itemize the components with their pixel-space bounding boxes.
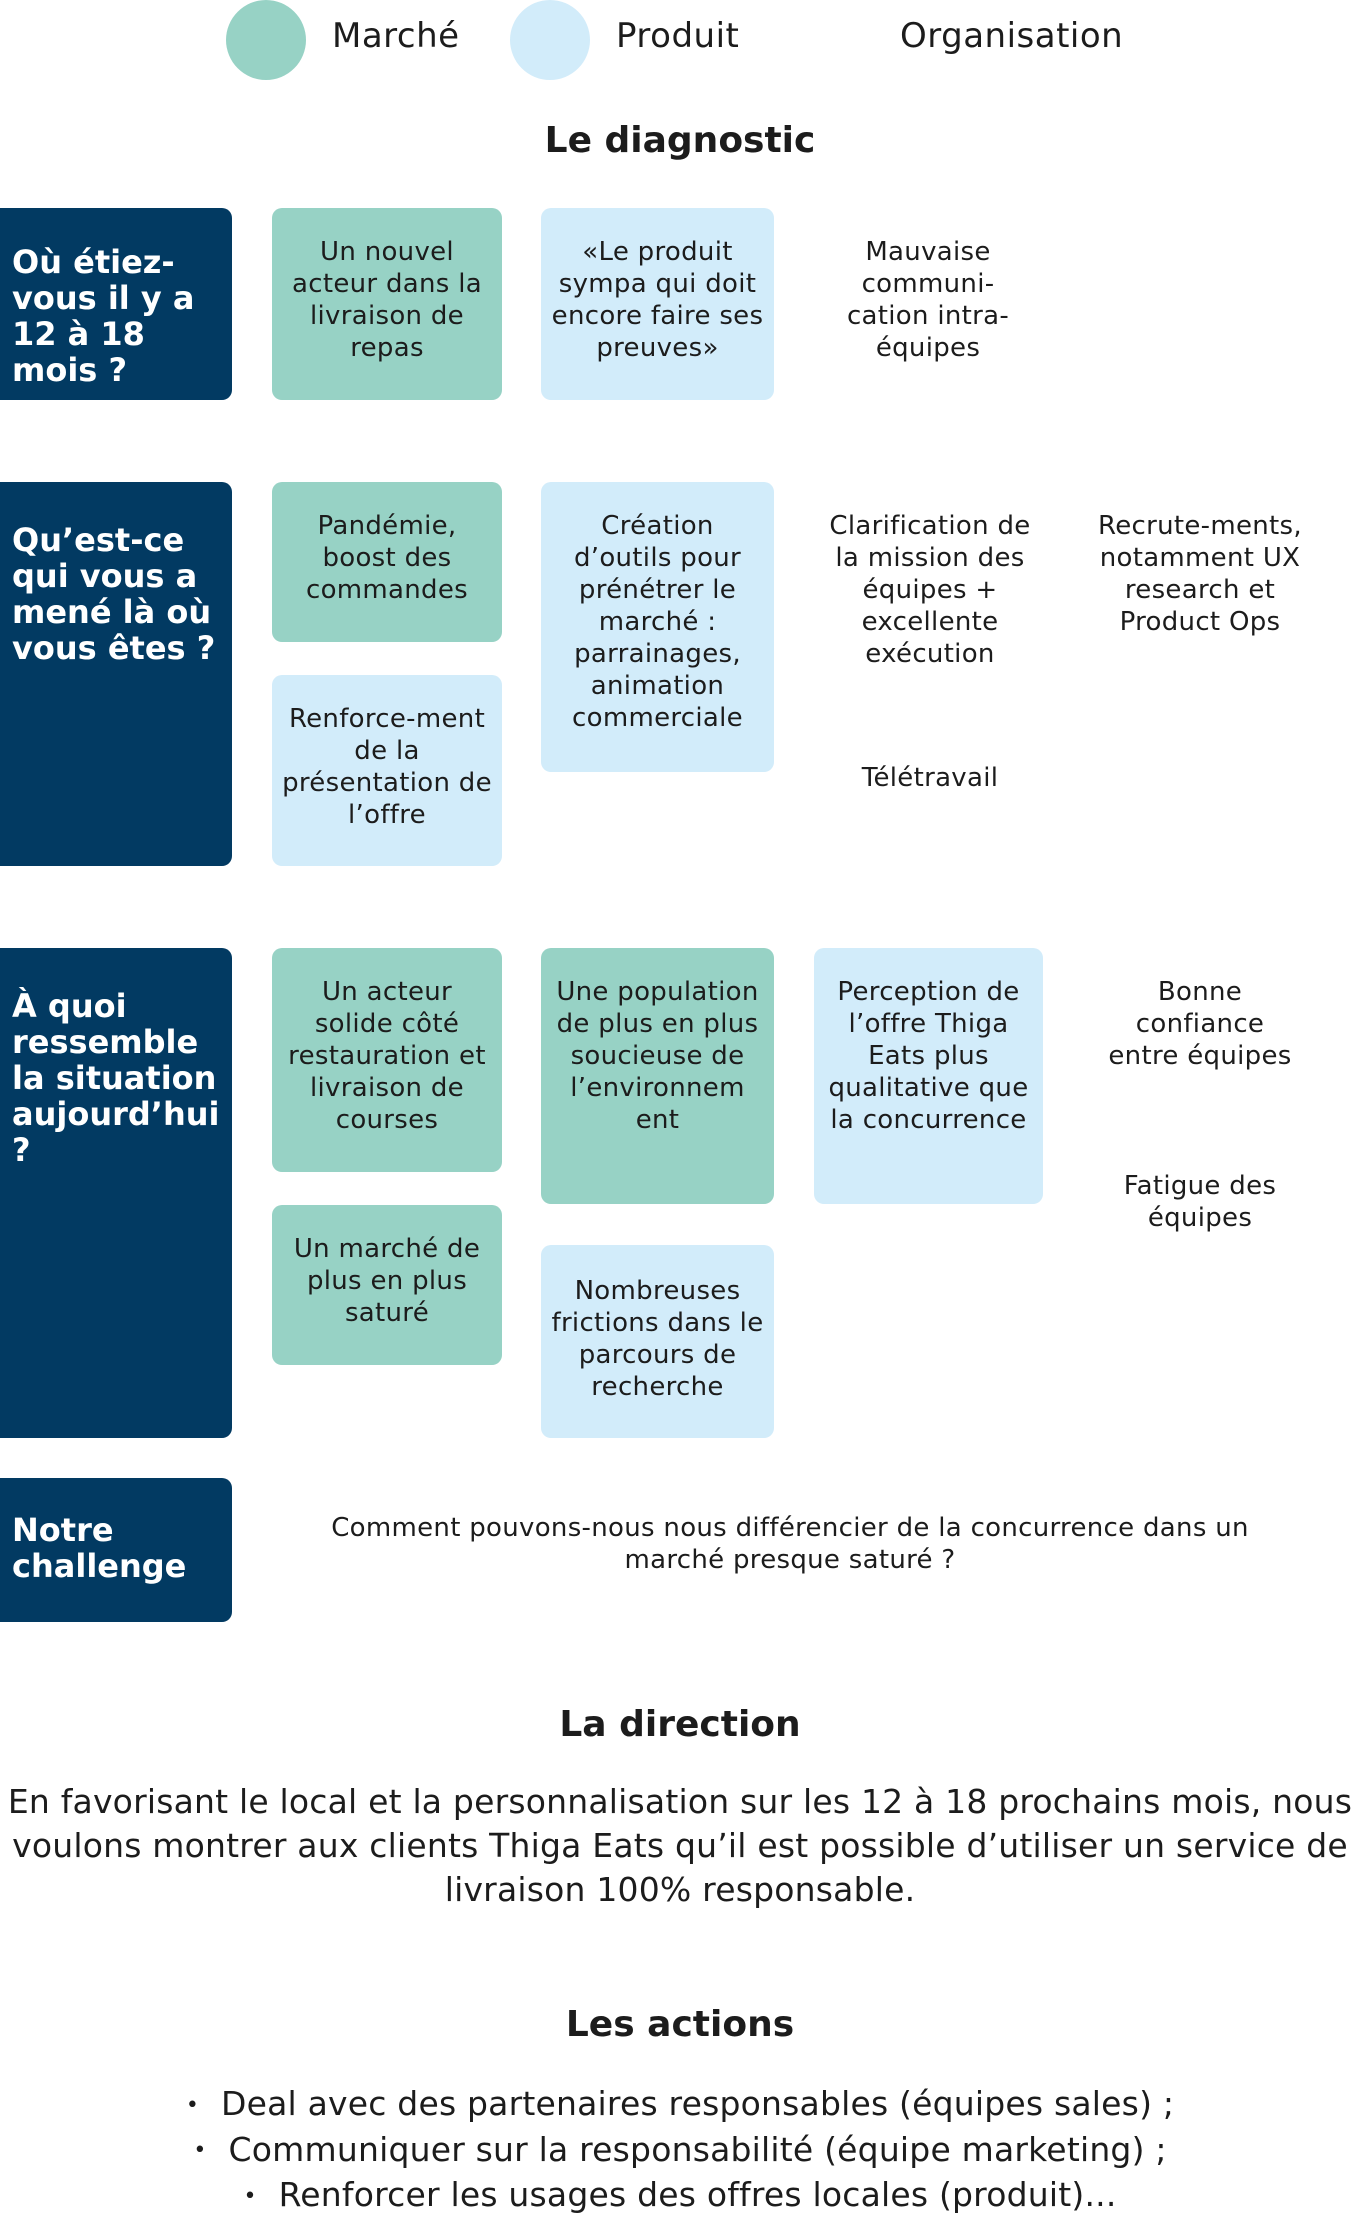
- card-row1-organisation: Mauvaise communi-cation intra-équipes: [846, 237, 1010, 363]
- actions-title: Les actions: [565, 2004, 795, 2045]
- card-row2-organisation-2: Télétravail: [861, 763, 999, 793]
- card-row2-organisation-3: Recrute-ments, notamment UX research et …: [1098, 511, 1302, 637]
- question-row-1: Où étiez-vous il y a 12 à 18 mois ?: [0, 208, 232, 400]
- action-text: Renforcer les usages des offres locales …: [278, 2175, 1117, 2214]
- card-row2-produit-left: Renforce-ment de la présentation de l’of…: [272, 675, 502, 866]
- legend-marche-swatch: [226, 0, 306, 80]
- legend-produit-swatch: [510, 0, 590, 80]
- question-row-2: Qu’est-ce qui vous a mené là où vous ête…: [0, 482, 232, 866]
- bullet-icon: •: [243, 2183, 257, 2209]
- card-row3-marche-2: Un marché de plus en plus saturé: [272, 1205, 502, 1365]
- list-item: • Communiquer sur la responsabilité (équi…: [0, 2128, 1360, 2174]
- card-row3-marche-1: Un acteur solide côté restauration et li…: [272, 948, 502, 1172]
- actions-list: • Deal avec des partenaires responsables …: [0, 2082, 1360, 2219]
- card-row3-produit-2: Perception de l’offre Thiga Eats plus qu…: [814, 948, 1043, 1204]
- action-text: Deal avec des partenaires responsables (…: [221, 2084, 1175, 2123]
- card-row3-marche-3: Une population de plus en plus soucieuse…: [541, 948, 774, 1204]
- card-row3-produit-1: Nombreuses frictions dans le parcours de…: [541, 1245, 774, 1438]
- question-row-3: À quoi ressemble la situation aujourd’hu…: [0, 948, 232, 1438]
- direction-title: La direction: [559, 1704, 801, 1745]
- direction-text: En favorisant le local et la personnalis…: [7, 1782, 1353, 1909]
- list-item: • Deal avec des partenaires responsables …: [0, 2082, 1360, 2128]
- diagnostic-title: Le diagnostic: [544, 120, 816, 161]
- card-row3-organisation-2: Fatigue des équipes: [1123, 1171, 1277, 1233]
- legend-produit-label: Produit: [616, 16, 740, 56]
- list-item: • Renforcer les usages des offres locales…: [0, 2173, 1360, 2219]
- legend-marche-label: Marché: [332, 16, 460, 56]
- challenge-text: Comment pouvons-nous nous différencier d…: [331, 1513, 1249, 1575]
- action-text: Communiquer sur la responsabilité (équip…: [228, 2129, 1167, 2169]
- question-challenge: Notre challenge: [0, 1478, 232, 1622]
- card-row1-produit: «Le produit sympa qui doit encore faire …: [541, 208, 774, 400]
- legend-organisation-label: Organisation: [900, 16, 1124, 56]
- card-row2-marche: Pandémie, boost des commandes: [272, 482, 502, 642]
- card-row3-organisation-1: Bonne confiance entre équipes: [1108, 977, 1292, 1071]
- bullet-icon: •: [185, 2092, 200, 2118]
- card-row2-produit: Création d’outils pour prénétrer le marc…: [541, 482, 774, 772]
- bullet-icon: •: [193, 2138, 207, 2163]
- card-row1-marche: Un nouvel acteur dans la livraison de re…: [272, 208, 502, 400]
- card-row2-organisation-1: Clarification de la mission des équipes …: [829, 511, 1031, 669]
